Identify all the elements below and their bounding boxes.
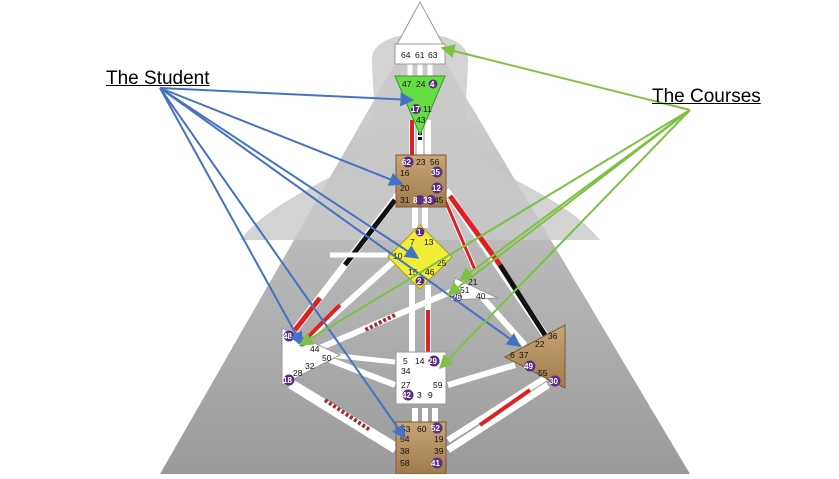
gate-label: 3	[417, 390, 422, 400]
gate-label: 45	[434, 195, 444, 205]
gate-label: 61	[415, 50, 425, 60]
gate-label: 20	[400, 183, 410, 193]
gate-label: 55	[538, 368, 548, 378]
gate-label: 14	[415, 356, 425, 366]
gate-label: 42	[402, 391, 411, 400]
gate-label: 24	[416, 79, 426, 89]
gate-label: 37	[519, 350, 529, 360]
gate-label: 46	[425, 267, 435, 277]
gate-label: 17	[411, 105, 420, 114]
gate-label: 25	[437, 258, 447, 268]
gate-label: 44	[310, 344, 320, 354]
gate-label: 6	[510, 350, 515, 360]
gate-label: 13	[424, 237, 434, 247]
gate-label: 52	[431, 424, 440, 433]
gate-label: 22	[535, 339, 545, 349]
gate-label: 23	[416, 157, 426, 167]
gate-label: 4	[430, 80, 435, 89]
gate-label: 26	[452, 293, 461, 302]
gate-label: 10	[393, 251, 403, 261]
gate-label: 15	[408, 267, 418, 277]
gate-label: 29	[428, 357, 437, 366]
gate-label: 11	[423, 104, 432, 114]
gate-label: 51	[460, 285, 470, 295]
gate-label: 28	[293, 368, 303, 378]
gate-label: 39	[434, 446, 444, 456]
channels	[283, 60, 550, 453]
student-arrows	[159, 87, 522, 440]
gate-label: 9	[428, 390, 433, 400]
head-center	[394, 0, 446, 49]
gate-label: 40	[476, 291, 486, 301]
gate-label: 19	[434, 434, 444, 444]
gate-label: 41	[431, 459, 440, 468]
gate-label: 5	[403, 356, 408, 366]
gate-label: 27	[401, 380, 411, 390]
courses-label: The Courses	[652, 86, 761, 107]
gate-label: 54	[400, 434, 410, 444]
gate-label: 43	[416, 115, 426, 125]
gate-label: 62	[402, 158, 411, 167]
gate-label: 2	[417, 277, 422, 286]
gate-numbers: 64 61 63 47 24 4 17 11 43 62 23 56 16 35…	[283, 50, 558, 468]
gate-label: 35	[431, 168, 440, 177]
gate-label: 18	[283, 376, 292, 385]
gate-label: 63	[428, 50, 438, 60]
gate-label: 49	[524, 362, 533, 371]
gate-label: 64	[401, 50, 411, 60]
courses-arrows	[298, 44, 691, 370]
gate-label: 48	[283, 332, 292, 341]
gate-label: 12	[432, 184, 441, 193]
gate-label: 1	[417, 228, 422, 237]
gate-label: 32	[305, 361, 315, 371]
gate-label: 30	[549, 377, 558, 386]
solar-plexus-center	[503, 324, 566, 389]
gate-label: 38	[400, 446, 410, 456]
gate-label: 36	[548, 331, 558, 341]
gate-label: 16	[400, 168, 410, 178]
gate-label: 50	[322, 353, 332, 363]
gate-label: 21	[468, 277, 478, 287]
gate-label: 34	[401, 366, 411, 376]
student-label: The Student	[106, 68, 210, 89]
gate-label: 53	[401, 424, 411, 434]
gate-label: 60	[417, 424, 427, 434]
gate-label: 58	[400, 458, 410, 468]
gate-label: 8	[413, 196, 418, 205]
gate-label: 47	[402, 79, 412, 89]
gate-label: 33	[423, 196, 432, 205]
gate-label: 59	[433, 380, 443, 390]
gate-label: 56	[430, 157, 440, 167]
gate-label: 7	[410, 237, 415, 247]
gate-label: 31	[400, 195, 410, 205]
